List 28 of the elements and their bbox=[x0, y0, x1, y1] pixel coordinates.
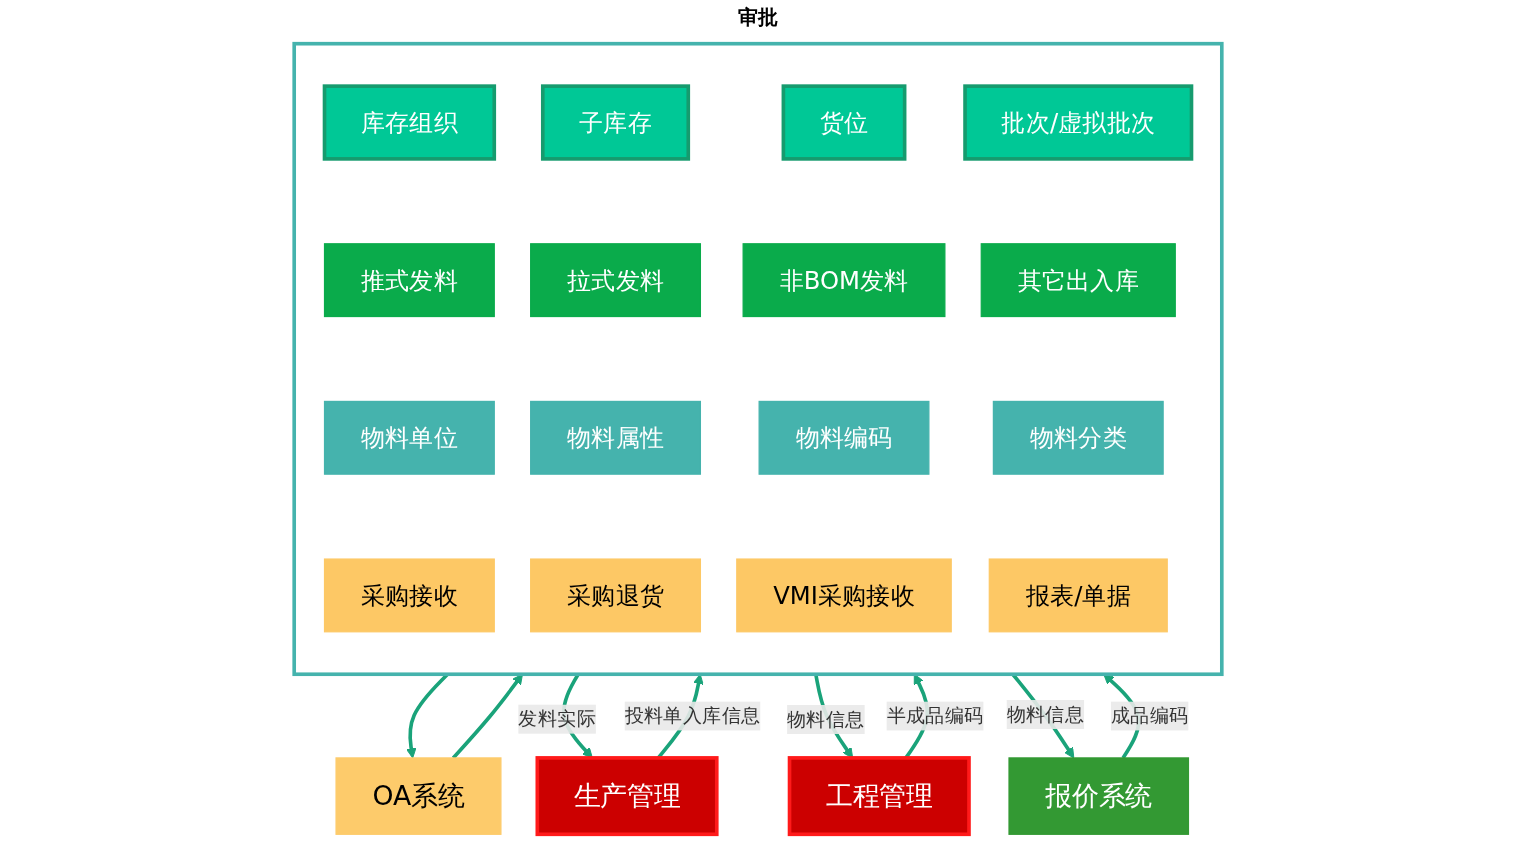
node-box: 其它出入库 bbox=[980, 243, 1176, 318]
edge-label: 物料信息 bbox=[787, 707, 865, 731]
node-box: 批次/虚拟批次 bbox=[963, 84, 1194, 161]
node-box: 非BOM发料 bbox=[742, 243, 946, 318]
edge-label: 发料实际 bbox=[518, 707, 596, 731]
node-box: 子库存 bbox=[540, 84, 691, 161]
cluster bbox=[292, 41, 1224, 677]
note-text: 审批 bbox=[738, 3, 778, 31]
edge-label: 物料信息 bbox=[1006, 702, 1085, 726]
node-box: 拉式发料 bbox=[530, 243, 701, 318]
edge-label: 投料单入库信息 bbox=[624, 703, 761, 727]
node-box: 物料单位 bbox=[323, 400, 495, 475]
node-box: 物料属性 bbox=[530, 400, 701, 475]
edge-label: 成品编码 bbox=[1110, 703, 1189, 727]
node-box: 采购接收 bbox=[323, 558, 495, 633]
node-box: 物料分类 bbox=[992, 400, 1164, 475]
node-box: 采购退货 bbox=[530, 558, 701, 633]
node-box: 物料编码 bbox=[758, 400, 930, 475]
node-box: 报表/单据 bbox=[988, 558, 1168, 633]
node-box: 生产管理 bbox=[535, 756, 719, 837]
node-box: OA系统 bbox=[335, 757, 502, 835]
edge-label: 半成品编码 bbox=[886, 703, 984, 727]
node-box: VMI采购接收 bbox=[736, 558, 952, 633]
node-box: 库存组织 bbox=[322, 84, 497, 161]
node-box: 报价系统 bbox=[1008, 757, 1190, 835]
node-box: 推式发料 bbox=[323, 243, 495, 318]
node-box: 工程管理 bbox=[787, 756, 971, 837]
node-box: 货位 bbox=[781, 84, 907, 161]
